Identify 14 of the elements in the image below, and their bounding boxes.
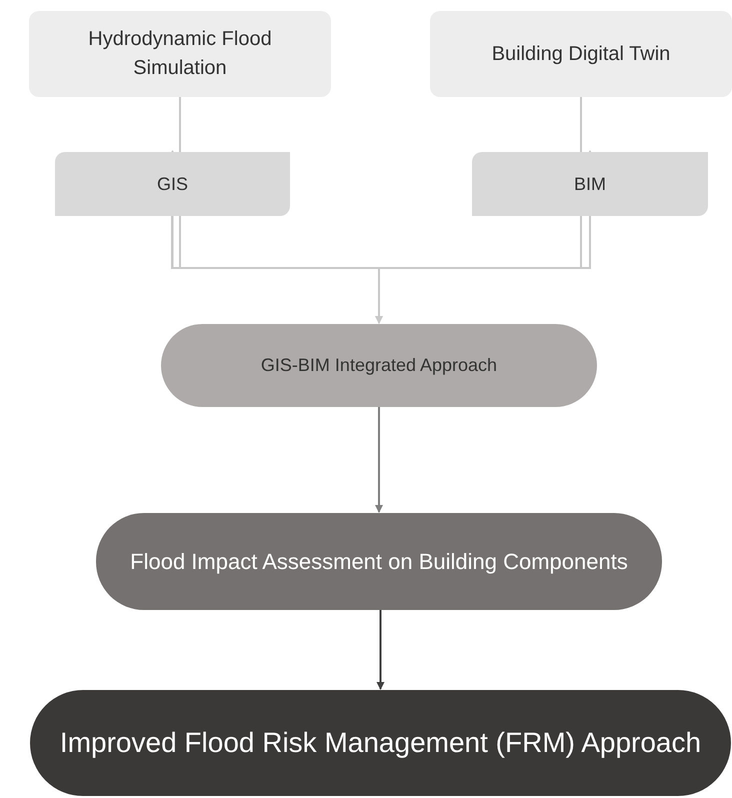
node-label: Building Digital Twin xyxy=(492,42,670,66)
node-label: Improved Flood Risk Management (FRM) Approach xyxy=(60,726,702,760)
source-box xyxy=(29,11,331,97)
process-box xyxy=(55,152,290,216)
node-label: Flood Impact Assessment on Building Components xyxy=(130,548,628,576)
node-label: GIS xyxy=(156,172,188,196)
node-label: Hydrodynamic Flood Simulation xyxy=(87,27,273,81)
arrow xyxy=(375,216,591,324)
node-label: BIM xyxy=(574,172,606,196)
process-box xyxy=(472,152,708,216)
arrow xyxy=(376,610,384,690)
node-label: GIS-BIM Integrated Approach xyxy=(260,354,498,378)
source-box xyxy=(430,11,732,97)
arrow xyxy=(375,407,383,513)
